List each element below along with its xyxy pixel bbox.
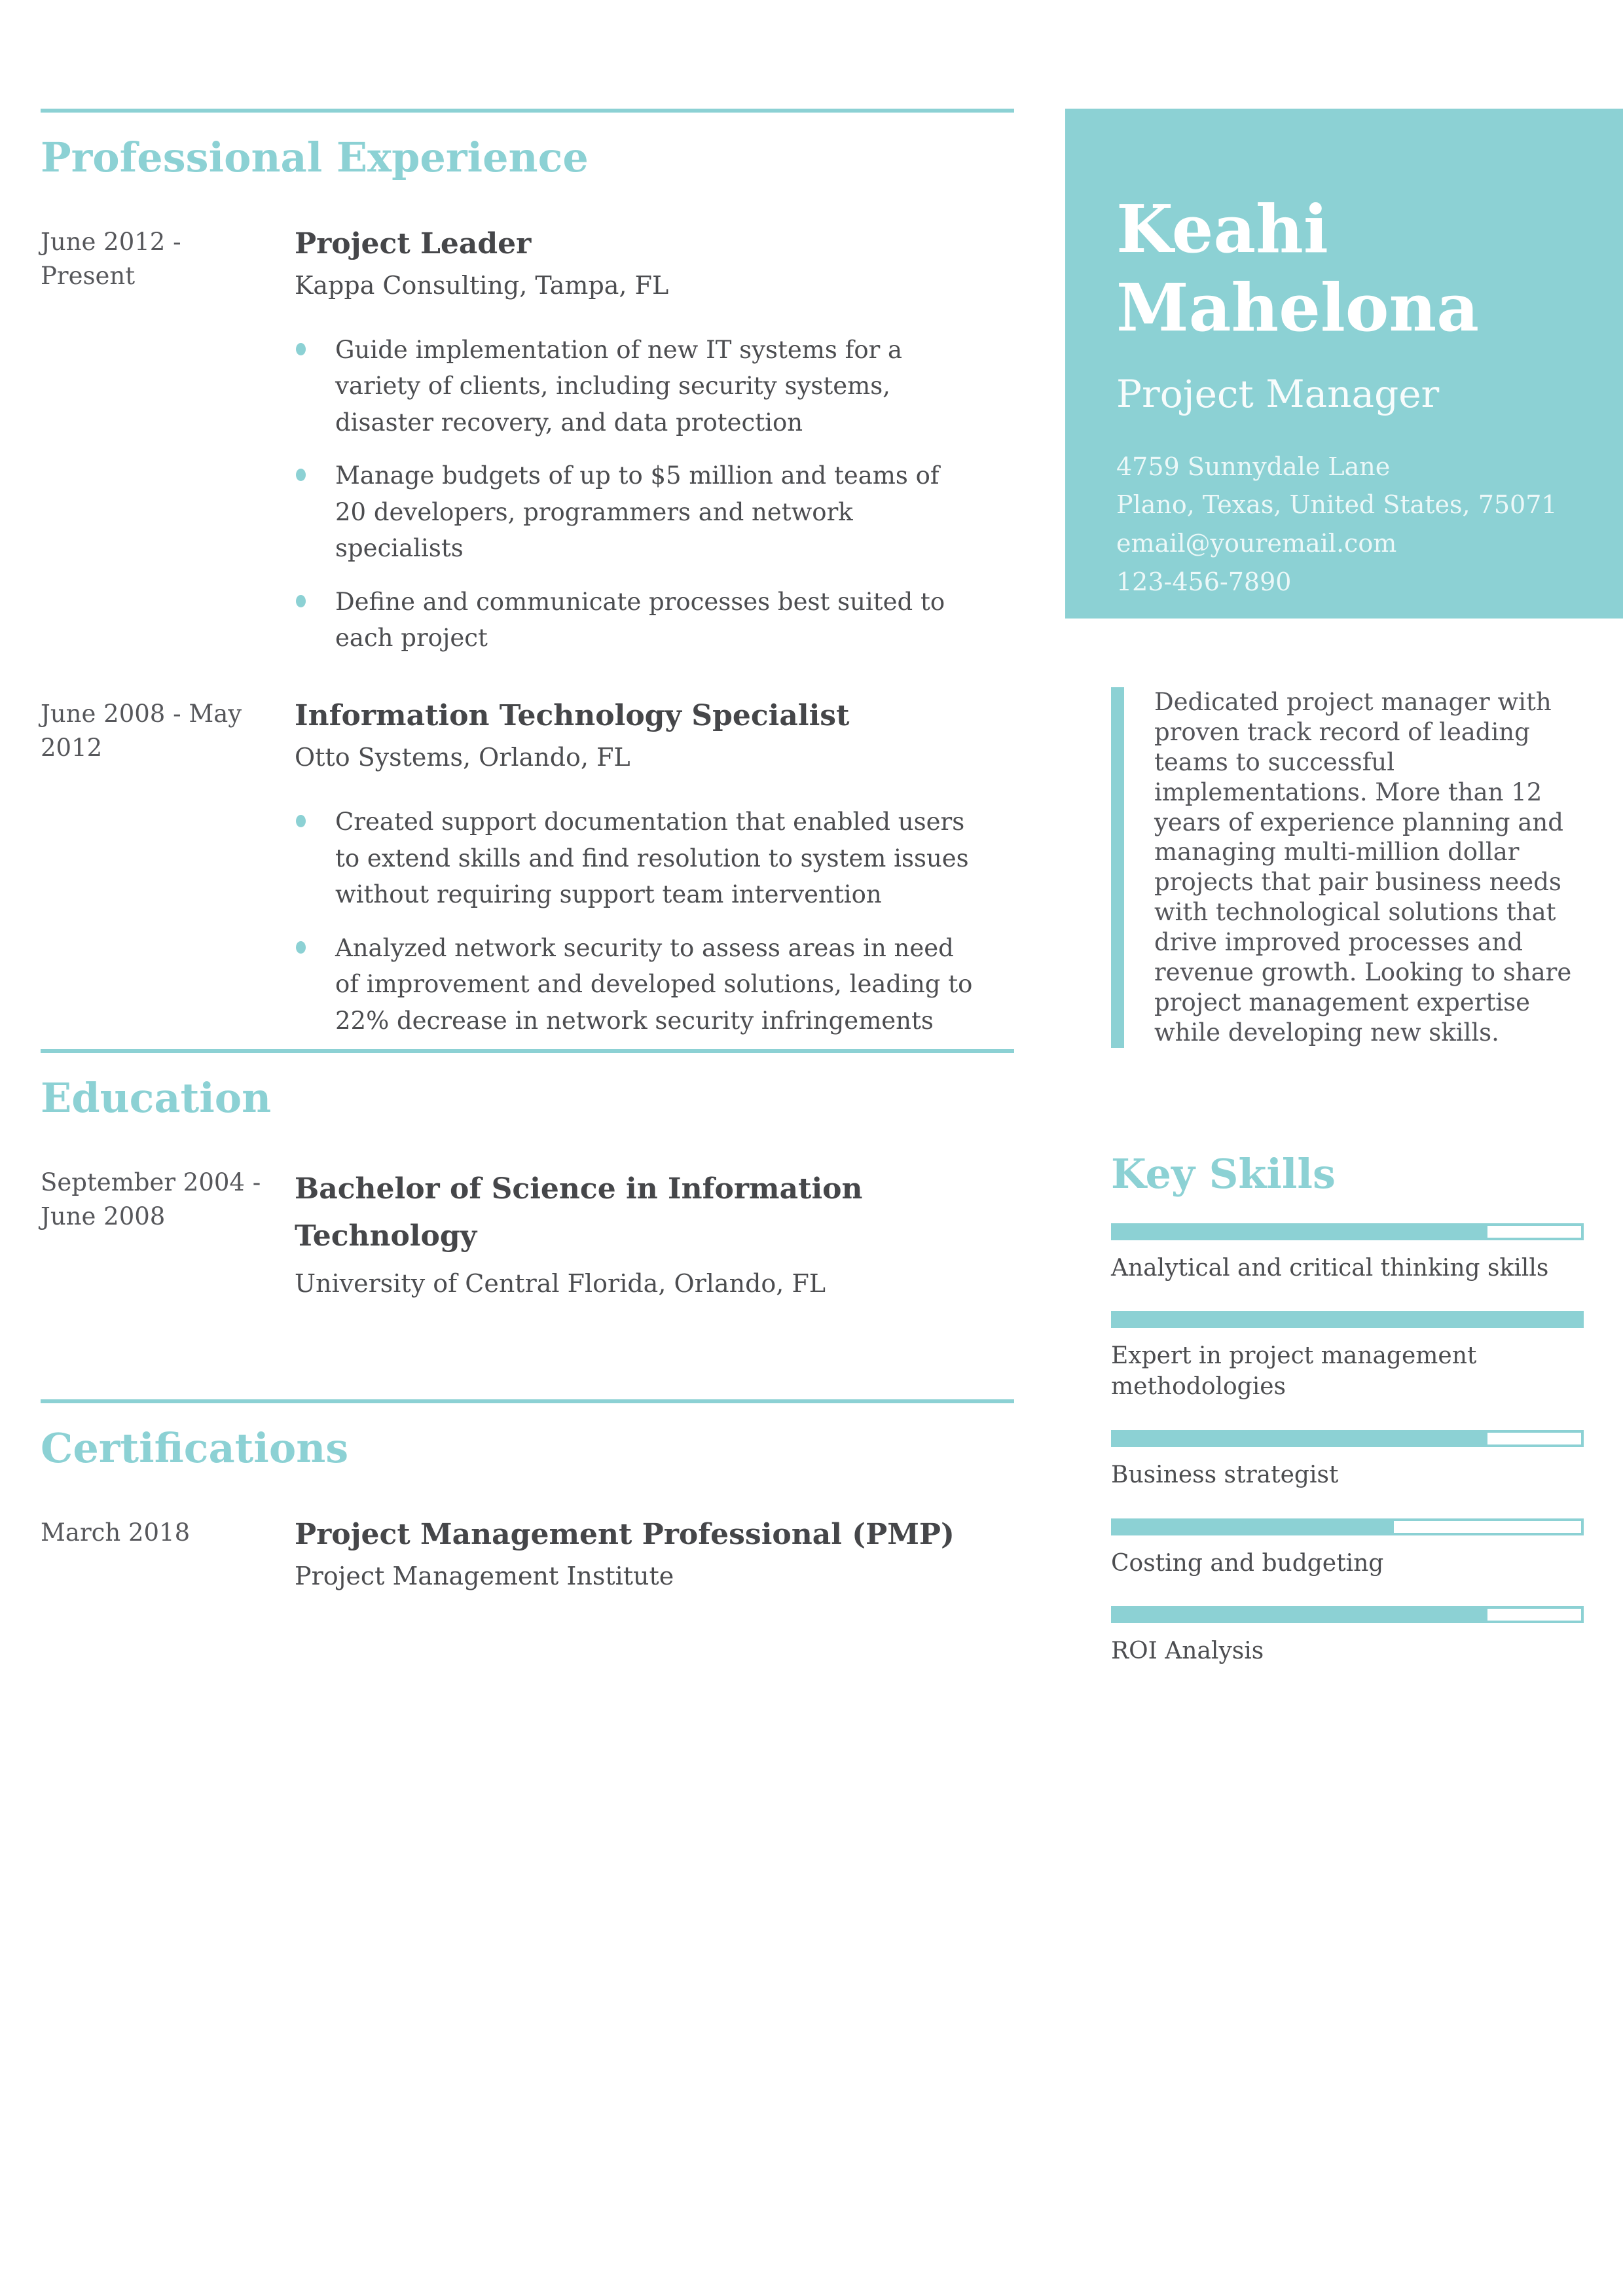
section-education: Education September 2004 - June 2008 Bac… [41,1049,1014,1323]
degree-title: Bachelor of Science in Information Techn… [295,1172,863,1253]
skill-progress-bar [1111,1311,1584,1329]
skill-progress-fill [1114,1609,1488,1621]
section-title: Professional Experience [41,134,589,181]
certification-entry: March 2018 Project Management Profession… [41,1516,1014,1592]
contact-phone: 123-456-7890 [1116,567,1292,597]
entry-body: Project Leader Kappa Consulting, Tampa, … [295,225,976,673]
skill-progress-fill [1114,1314,1581,1326]
contact-email: email@youremail.com [1116,529,1397,558]
skill-label: ROI Analysis [1111,1638,1264,1665]
job-organization: Kappa Consulting, Tampa, FL [295,270,669,300]
experience-entry: June 2012 - Present Project Leader Kappa… [41,225,1014,673]
section-divider [41,1399,1014,1403]
skill-label: Analytical and critical thinking skills [1111,1254,1549,1282]
skill-item: Expert in project management methodologi… [1111,1311,1584,1403]
job-bullet-list: Created support documentation that enabl… [295,804,976,1039]
date-line: March 2018 [41,1518,191,1547]
entry-dates: March 2018 [41,1516,295,1592]
bullet-item: Guide implementation of new IT systems f… [295,332,976,441]
person-job-title: Project Manager [1116,372,1440,416]
skill-progress-fill [1114,1520,1395,1533]
skill-progress-fill [1114,1225,1488,1238]
entry-dates: June 2008 - May 2012 [41,697,295,1056]
date-line: June 2008 - May [41,699,242,728]
bullet-item: Define and communicate processes best su… [295,584,976,656]
date-line: June 2008 [41,1202,166,1231]
entry-body: Bachelor of Science in Information Techn… [295,1166,976,1300]
skill-progress-fill [1114,1432,1488,1444]
education-entry: September 2004 - June 2008 Bachelor of S… [41,1166,1014,1300]
certification-title: Project Management Professional (PMP) [295,1517,955,1551]
person-name-line: Keahi [1116,190,1328,268]
skill-item: Analytical and critical thinking skills [1111,1223,1584,1284]
job-organization: Otto Systems, Orlando, FL [295,743,630,772]
key-skills-section: Key Skills Analytical and critical think… [1111,1149,1584,1695]
job-bullet-list: Guide implementation of new IT systems f… [295,332,976,656]
experience-entry: June 2008 - May 2012 Information Technol… [41,697,1014,1056]
section-professional-experience: Professional Experience June 2012 - Pres… [41,109,1014,1079]
entry-body: Project Management Professional (PMP) Pr… [295,1516,976,1592]
bullet-item: Manage budgets of up to $5 million and t… [295,457,976,567]
job-title: Information Technology Specialist [295,698,850,732]
date-line: Present [41,262,136,291]
contact-address-line2: Plano, Texas, United States, 75071 [1116,490,1558,520]
skill-progress-bar [1111,1606,1584,1624]
date-line: September 2004 - [41,1168,261,1196]
skill-item: ROI Analysis [1111,1606,1584,1667]
contact-block: 4759 Sunnydale Lane Plano, Texas, United… [1116,448,1584,602]
date-line: June 2012 - [41,227,181,256]
sidebar-header-box: Keahi Mahelona Project Manager 4759 Sunn… [1065,109,1623,619]
certification-issuer: Project Management Institute [295,1561,674,1590]
job-title: Project Leader [295,226,532,260]
entry-body: Information Technology Specialist Otto S… [295,697,976,1056]
school-name: University of Central Florida, Orlando, … [295,1268,826,1298]
skill-progress-bar [1111,1223,1584,1240]
skill-label: Expert in project management methodologi… [1111,1342,1477,1401]
bullet-item: Analyzed network security to assess area… [295,930,976,1039]
section-title: Certifications [41,1424,349,1472]
skill-label: Costing and budgeting [1111,1549,1384,1577]
entry-dates: September 2004 - June 2008 [41,1166,295,1300]
contact-address-line1: 4759 Sunnydale Lane [1116,452,1391,481]
section-certifications: Certifications March 2018 Project Manage… [41,1399,1014,1616]
bullet-item: Created support documentation that enabl… [295,804,976,913]
skill-label: Business strategist [1111,1461,1339,1488]
skill-item: Business strategist [1111,1429,1584,1491]
person-name-line: Mahelona [1116,269,1480,346]
section-divider [41,109,1014,113]
skill-progress-bar [1111,1518,1584,1535]
entry-dates: June 2012 - Present [41,225,295,673]
summary-text: Dedicated project manager with proven tr… [1154,688,1572,1047]
section-divider [41,1049,1014,1053]
date-line: 2012 [41,734,103,762]
skill-progress-bar [1111,1429,1584,1447]
section-title: Education [41,1074,272,1122]
summary-block: Dedicated project manager with proven tr… [1111,687,1583,1048]
skill-item: Costing and budgeting [1111,1518,1584,1579]
person-name: Keahi Mahelona [1116,190,1584,347]
key-skills-title: Key Skills [1111,1150,1336,1198]
